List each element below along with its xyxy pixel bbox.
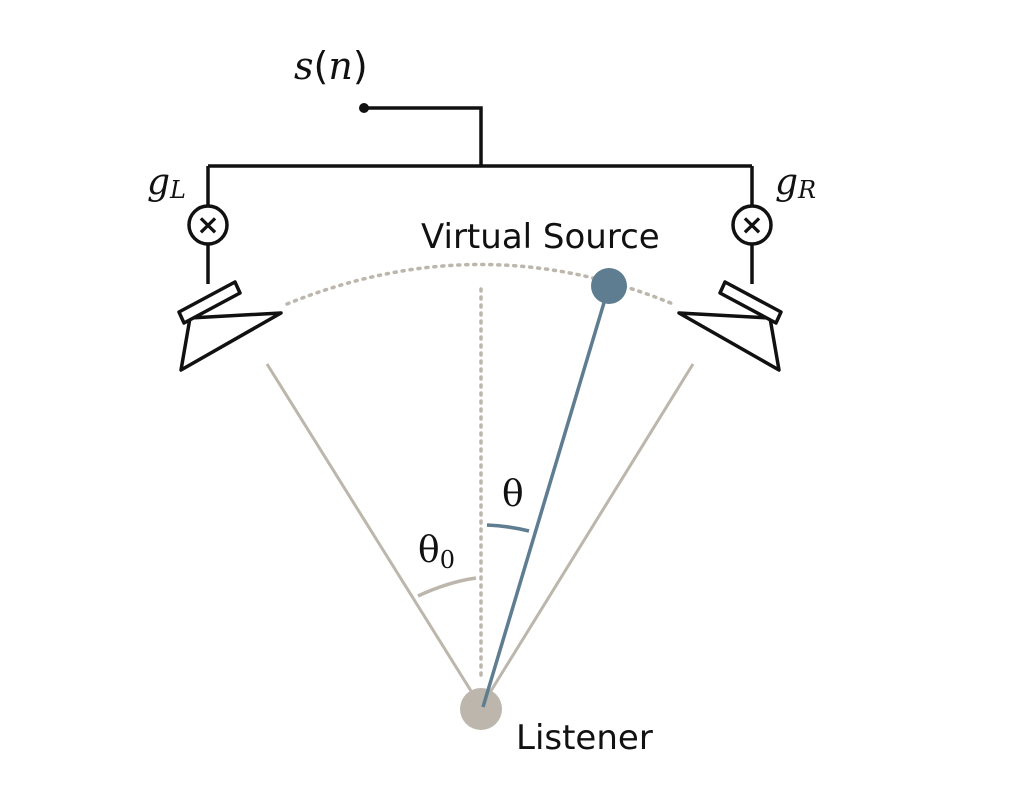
right-speaker-ray	[479, 363, 695, 708]
theta0-arc	[417, 576, 477, 598]
signal-arg: n	[328, 44, 352, 88]
gain-right-label: gR	[775, 162, 816, 204]
multiplier-icon	[731, 204, 773, 246]
left-speaker-ray	[265, 363, 483, 708]
theta0-label: θ0	[418, 530, 455, 574]
right-multiplier-glyph: ×	[740, 208, 763, 241]
virtual-source-ray	[481, 285, 611, 708]
multiplier-icon	[187, 204, 229, 246]
theta0-symbol: θ	[418, 530, 440, 571]
virtual-source-dot	[591, 268, 627, 304]
gain-left-symbol: g	[147, 162, 170, 203]
right-multiplier: ×	[731, 204, 773, 246]
gain-left-sub: L	[169, 176, 186, 204]
gain-left-label: gL	[147, 162, 186, 204]
signal-wiring	[206, 103, 754, 284]
gain-right-symbol: g	[775, 162, 798, 203]
input-wire	[364, 106, 483, 166]
signal-close-paren: )	[353, 44, 368, 88]
gain-right-sub: R	[797, 176, 816, 204]
source-arc	[285, 262, 675, 306]
speaker-icon	[177, 280, 283, 372]
virtual-source-label: Virtual Source	[421, 217, 660, 257]
right-speaker	[677, 280, 783, 372]
theta0-sub: 0	[440, 546, 455, 574]
theta-arc	[486, 523, 530, 533]
listener-label: Listener	[516, 718, 653, 758]
signal-label: s(n)	[294, 44, 368, 88]
speaker-icon	[677, 280, 783, 372]
theta-label: θ	[502, 474, 524, 515]
left-speaker	[177, 280, 283, 372]
left-multiplier-glyph: ×	[196, 208, 219, 241]
signal-open-paren: (	[314, 44, 329, 88]
listener-dot	[460, 688, 502, 730]
signal-name: s	[294, 44, 314, 88]
left-multiplier: ×	[187, 204, 229, 246]
